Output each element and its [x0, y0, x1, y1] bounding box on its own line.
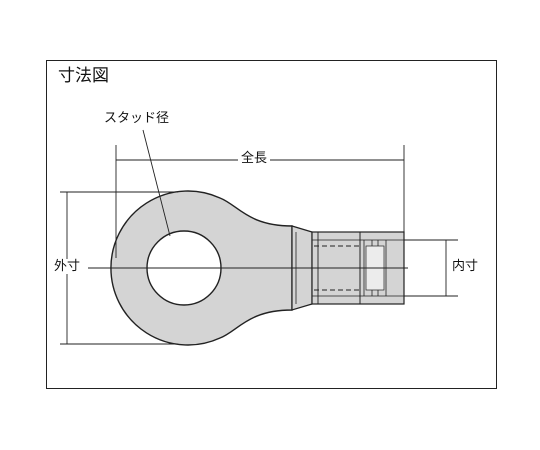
- total-length-label: 全長: [238, 152, 271, 165]
- outer-size-label: 外寸: [54, 259, 81, 274]
- inner-size-label: 内寸: [452, 259, 479, 274]
- stud-leader-line: [142, 129, 171, 237]
- stud-diameter-label: スタッド径: [104, 111, 170, 126]
- diagram-frame: [46, 60, 497, 389]
- diagram-title: 寸法図: [58, 66, 109, 86]
